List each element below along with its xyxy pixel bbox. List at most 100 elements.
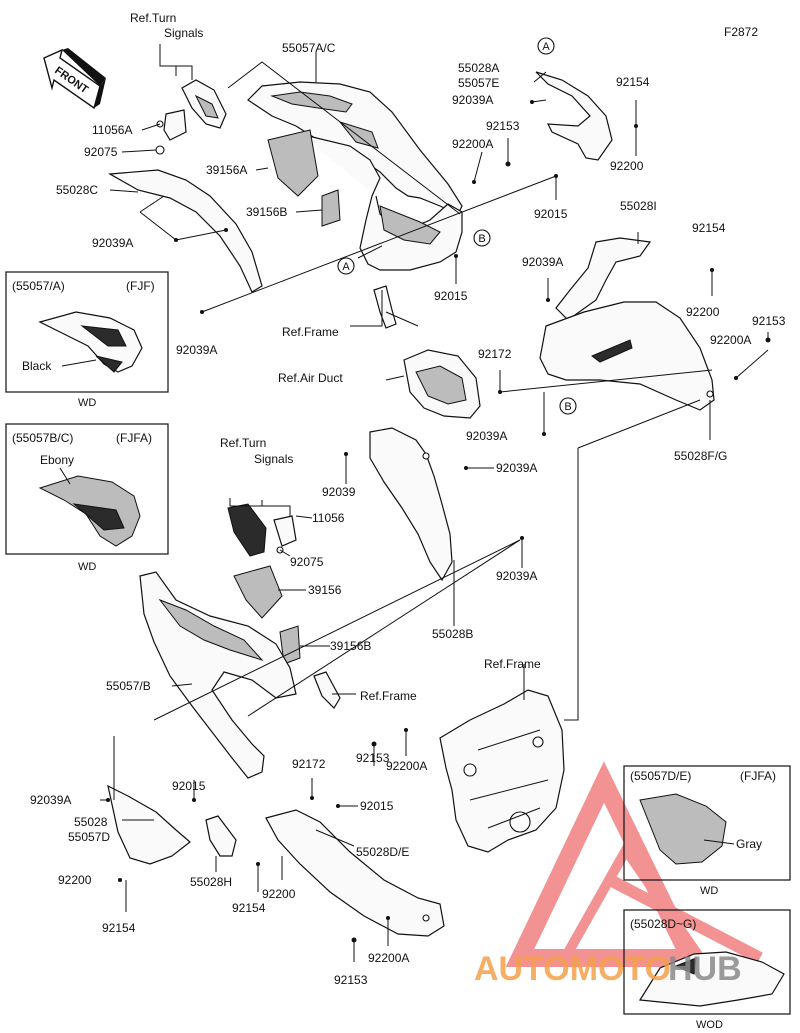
label-92039a-mid2: 92039A	[496, 461, 537, 475]
air-duct	[403, 349, 481, 419]
svg-text:WOD: WOD	[696, 1019, 723, 1031]
figure-code: F2872	[724, 25, 758, 39]
circle-ref-a-left: A	[337, 257, 355, 275]
label-55028: 55028	[74, 815, 108, 829]
label-39156-mid: 39156	[308, 583, 342, 597]
label-92200a-low: 92200A	[386, 759, 427, 773]
svg-text:B: B	[564, 401, 571, 413]
label-39156b-mid: 39156B	[330, 639, 371, 653]
label-92015-low: 92015	[172, 779, 206, 793]
ref-turn-signals-top-line2: Signals	[164, 26, 203, 40]
inset-55057a: (55057/A) (FJF) Black WD	[5, 271, 169, 409]
duct-39156-mid	[233, 565, 283, 619]
label-39156b-top: 39156B	[246, 205, 287, 219]
ref-frame-top: Ref.Frame	[282, 325, 339, 339]
label-55057ac: 55057A/C	[282, 41, 336, 55]
label-55028b: 55028B	[432, 627, 473, 641]
label-92200-right: 92200	[686, 305, 720, 319]
svg-text:(FJF): (FJF)	[126, 279, 155, 293]
svg-text:HUB: HUB	[668, 950, 742, 988]
label-11056a: 11056A	[92, 123, 132, 137]
panel-55028a	[535, 71, 613, 161]
svg-text:(55057D/E): (55057D/E)	[630, 769, 691, 783]
svg-text:(55057B/C): (55057B/C)	[12, 431, 73, 445]
label-92154-low: 92154	[102, 921, 136, 935]
side-fairing-55028fg	[539, 301, 715, 411]
label-92039a-left: 92039A	[92, 236, 133, 250]
frame-bracket-mid	[313, 671, 341, 709]
svg-text:WD: WD	[78, 397, 96, 409]
ref-turn-signals-top-line1: Ref.Turn	[130, 11, 176, 25]
turn-signal-top	[155, 79, 227, 155]
label-55028h: 55028H	[190, 875, 232, 889]
label-55028c: 55028C	[56, 183, 98, 197]
ref-frame-right: Ref.Frame	[484, 657, 541, 671]
lower-fairing-55028de	[265, 809, 445, 937]
label-92039a-lower-left: 92039A	[176, 343, 217, 357]
ref-air-duct: Ref.Air Duct	[278, 371, 343, 385]
duct-39156b-mid	[279, 625, 301, 665]
label-92153-low: 92153	[356, 751, 390, 765]
inset-55028dg: (55028D~G) WOD	[623, 909, 791, 1031]
inner-panel-55028c	[108, 169, 263, 293]
circle-ref-b-right: B	[559, 397, 577, 415]
side-cowl-55057b	[139, 571, 297, 779]
label-92075-top: 92075	[84, 145, 118, 159]
svg-text:Black: Black	[22, 359, 52, 373]
part-labels: 55057A/C 55028A 55057E 92039A 92154 1105…	[30, 41, 786, 987]
label-92153-bottom: 92153	[334, 973, 368, 987]
label-92200a-bottom: 92200A	[368, 951, 409, 965]
duct-39156a	[267, 129, 319, 197]
label-92039a-low: 92039A	[30, 793, 71, 807]
inner-panel-55028b	[369, 427, 453, 582]
duct-39156b	[321, 189, 341, 227]
label-39156a: 39156A	[206, 163, 247, 177]
label-92039a-right: 92039A	[522, 255, 563, 269]
label-92200a-right: 92200A	[710, 333, 751, 347]
leader-lines	[100, 44, 769, 962]
label-92153-right: 92153	[752, 314, 786, 328]
svg-text:WD: WD	[700, 885, 718, 897]
label-55057b: 55057/B	[106, 679, 151, 693]
lower-cover-55028-55057d	[107, 784, 191, 865]
svg-text:A: A	[542, 41, 550, 53]
front-arrow-icon: FRONT	[43, 48, 106, 110]
label-55028a: 55028A	[458, 61, 499, 75]
label-55057e: 55057E	[458, 76, 499, 90]
frame-main	[439, 689, 565, 853]
svg-text:Ebony: Ebony	[40, 453, 74, 467]
svg-text:Gray: Gray	[736, 837, 762, 851]
svg-text:(55057/A): (55057/A)	[12, 279, 65, 293]
svg-text:(55028D~G): (55028D~G)	[630, 917, 696, 931]
bracket-55028h	[205, 815, 237, 857]
ref-turn-signals-mid-line2: Signals	[254, 452, 293, 466]
label-11056-mid: 11056	[312, 511, 345, 525]
label-92200-top: 92200	[610, 159, 644, 173]
label-92154-top: 92154	[616, 75, 650, 89]
inset-55057de: (55057D/E) (FJFA) Gray WD	[623, 765, 791, 897]
panel-55028i	[555, 237, 652, 321]
svg-text:B: B	[478, 233, 485, 245]
svg-text:AUTOMOTO: AUTOMOTO	[474, 950, 671, 988]
label-55057d: 55057D	[68, 830, 110, 844]
label-92015-b: 92015	[434, 289, 468, 303]
label-92200a-top: 92200A	[452, 137, 493, 151]
label-92015-a: 92015	[534, 207, 568, 221]
label-55028de: 55028D/E	[356, 845, 409, 859]
label-92039a-top: 92039A	[452, 93, 493, 107]
label-92154-low2: 92154	[232, 901, 266, 915]
label-92172-mid: 92172	[478, 347, 512, 361]
label-92153-top: 92153	[486, 119, 520, 133]
label-92200-low: 92200	[58, 873, 92, 887]
svg-text:(FJFA): (FJFA)	[116, 431, 152, 445]
circle-ref-a-top: A	[537, 37, 555, 55]
svg-text:(FJFA): (FJFA)	[740, 769, 776, 783]
ref-turn-signals-mid-line1: Ref.Turn	[220, 436, 266, 450]
watermark-logo	[505, 761, 763, 967]
label-55028i: 55028I	[620, 199, 657, 213]
label-92075-mid: 92075	[290, 555, 324, 569]
svg-text:WD: WD	[78, 561, 96, 573]
label-92172-low: 92172	[292, 757, 326, 771]
label-92200-low2: 92200	[262, 887, 296, 901]
